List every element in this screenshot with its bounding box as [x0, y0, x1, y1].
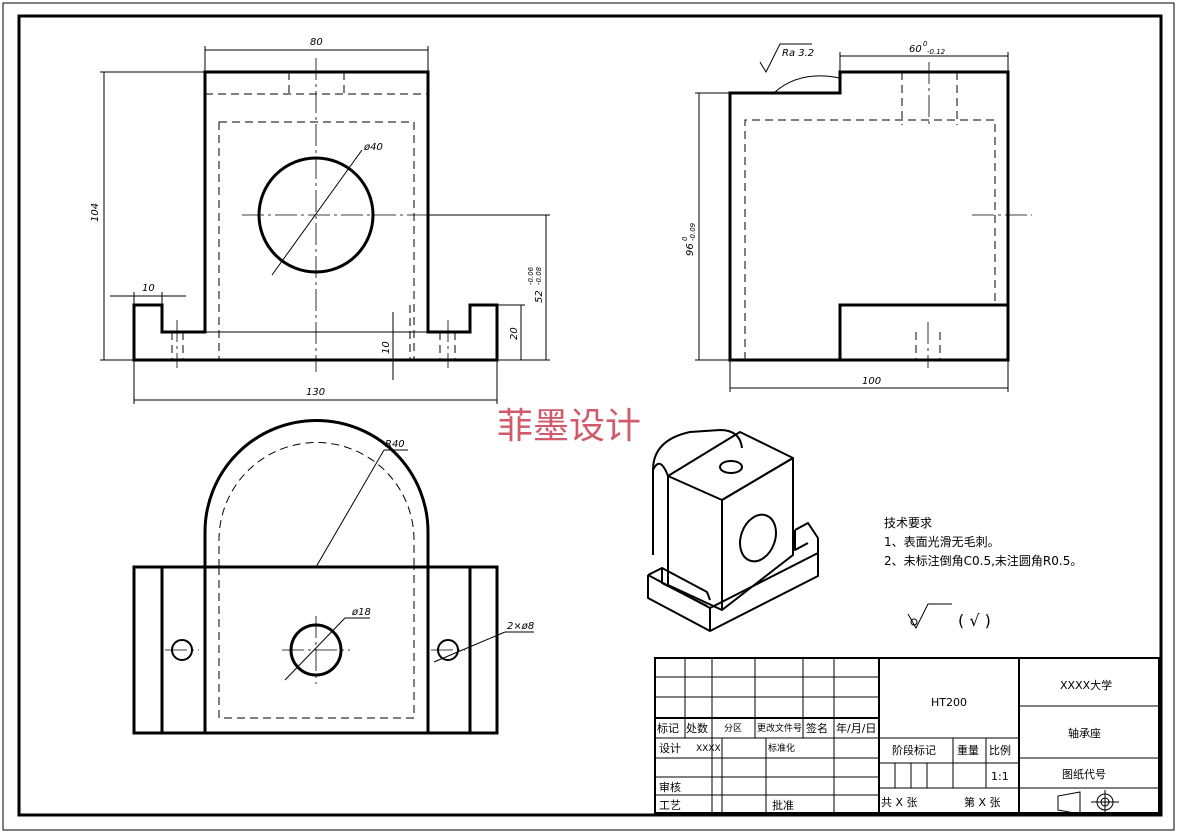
- front-view: ø40 80 104 10 52 -0.06 -0.08 20 10: [90, 37, 550, 404]
- watermark: 菲墨设计: [497, 406, 641, 447]
- tb-h-date: 年/月/日: [836, 721, 876, 735]
- dim-center-height: 52: [534, 290, 545, 303]
- title-block: 标记 处数 分区 更改文件号 签名 年/月/日 设计 XXXX 标准化 审核 工…: [654, 657, 1160, 815]
- dim-side-height: 96: [685, 243, 696, 256]
- tb-approve-label: 批准: [772, 798, 794, 812]
- projection-symbol-icon: [1057, 790, 1119, 815]
- tb-sheet-no: 第 X 张: [964, 795, 1001, 809]
- inner-frame: [17, 14, 1163, 817]
- tb-h-count: 处数: [686, 722, 708, 735]
- dim-side-top-width-tol-lower: -0.12: [927, 48, 946, 56]
- tb-h-zone: 分区: [724, 723, 742, 734]
- tb-designer: XXXX: [696, 744, 721, 754]
- dim-base-length: 130: [306, 387, 325, 398]
- dim-top-hole: ø18: [351, 607, 371, 618]
- tb-part-name: 轴承座: [1068, 726, 1101, 740]
- dim-front-width: 80: [310, 37, 323, 48]
- tech-req-item-2: 2、未标注倒角C0.5,未注圆角R0.5。: [884, 553, 1082, 568]
- dim-top-radius: R40: [385, 439, 405, 450]
- dim-foot-width: 10: [142, 283, 155, 294]
- tb-scale: 1:1: [991, 770, 1009, 783]
- tb-h-sign: 签名: [806, 721, 828, 735]
- tb-stage-label: 阶段标记: [892, 743, 936, 757]
- side-view: Ra 3.2 60 0 -0.12 96 0 -0.09 100: [681, 40, 1032, 392]
- dim-center-height-tol-upper: -0.06: [527, 266, 535, 285]
- dim-center-height-tol-lower: -0.08: [535, 266, 543, 285]
- top-view: R40 ø18 2×ø8: [132, 419, 534, 735]
- dim-foot-height: 20: [509, 327, 520, 340]
- surface-roughness: Ra 3.2: [782, 48, 814, 59]
- general-surface-symbol: ( √ ): [907, 603, 991, 630]
- dim-side-height-tol-lower: -0.09: [689, 222, 697, 241]
- tb-standard-label: 标准化: [768, 742, 795, 754]
- tb-school: XXXX大学: [1060, 678, 1112, 692]
- tb-process-label: 工艺: [659, 799, 681, 812]
- surface-symbol-text: ( √ ): [958, 611, 991, 630]
- dim-mount-holes: 2×ø8: [507, 621, 534, 632]
- dim-side-top-width-tol-upper: 0: [923, 40, 928, 48]
- tb-designer-label: 设计: [659, 742, 681, 755]
- dim-side-top-width: 60: [909, 44, 922, 55]
- tb-weight-label: 重量: [957, 743, 979, 757]
- tb-h-mark: 标记: [657, 721, 679, 735]
- tb-drawing-code: 图纸代号: [1062, 768, 1106, 781]
- tech-req-item-1: 1、表面光滑无毛刺。: [884, 535, 1000, 549]
- tb-sheets-total: 共 X 张: [881, 796, 918, 809]
- tech-req-title: 技术要求: [884, 516, 932, 530]
- dim-side-height-tol-upper: 0: [681, 236, 689, 241]
- dim-side-length: 100: [862, 376, 881, 387]
- tb-h-doc: 更改文件号: [757, 722, 802, 734]
- technical-requirements: 技术要求 1、表面光滑无毛刺。 2、未标注倒角C0.5,未注圆角R0.5。: [884, 516, 1082, 568]
- dim-slot-depth: 10: [381, 341, 392, 354]
- dim-front-height: 104: [90, 203, 101, 222]
- isometric-view: [647, 429, 819, 632]
- tb-scale-label: 比例: [989, 743, 1011, 757]
- tb-review-label: 审核: [659, 780, 681, 794]
- dim-bore-diameter: ø40: [363, 142, 383, 153]
- tb-material: HT200: [931, 696, 967, 709]
